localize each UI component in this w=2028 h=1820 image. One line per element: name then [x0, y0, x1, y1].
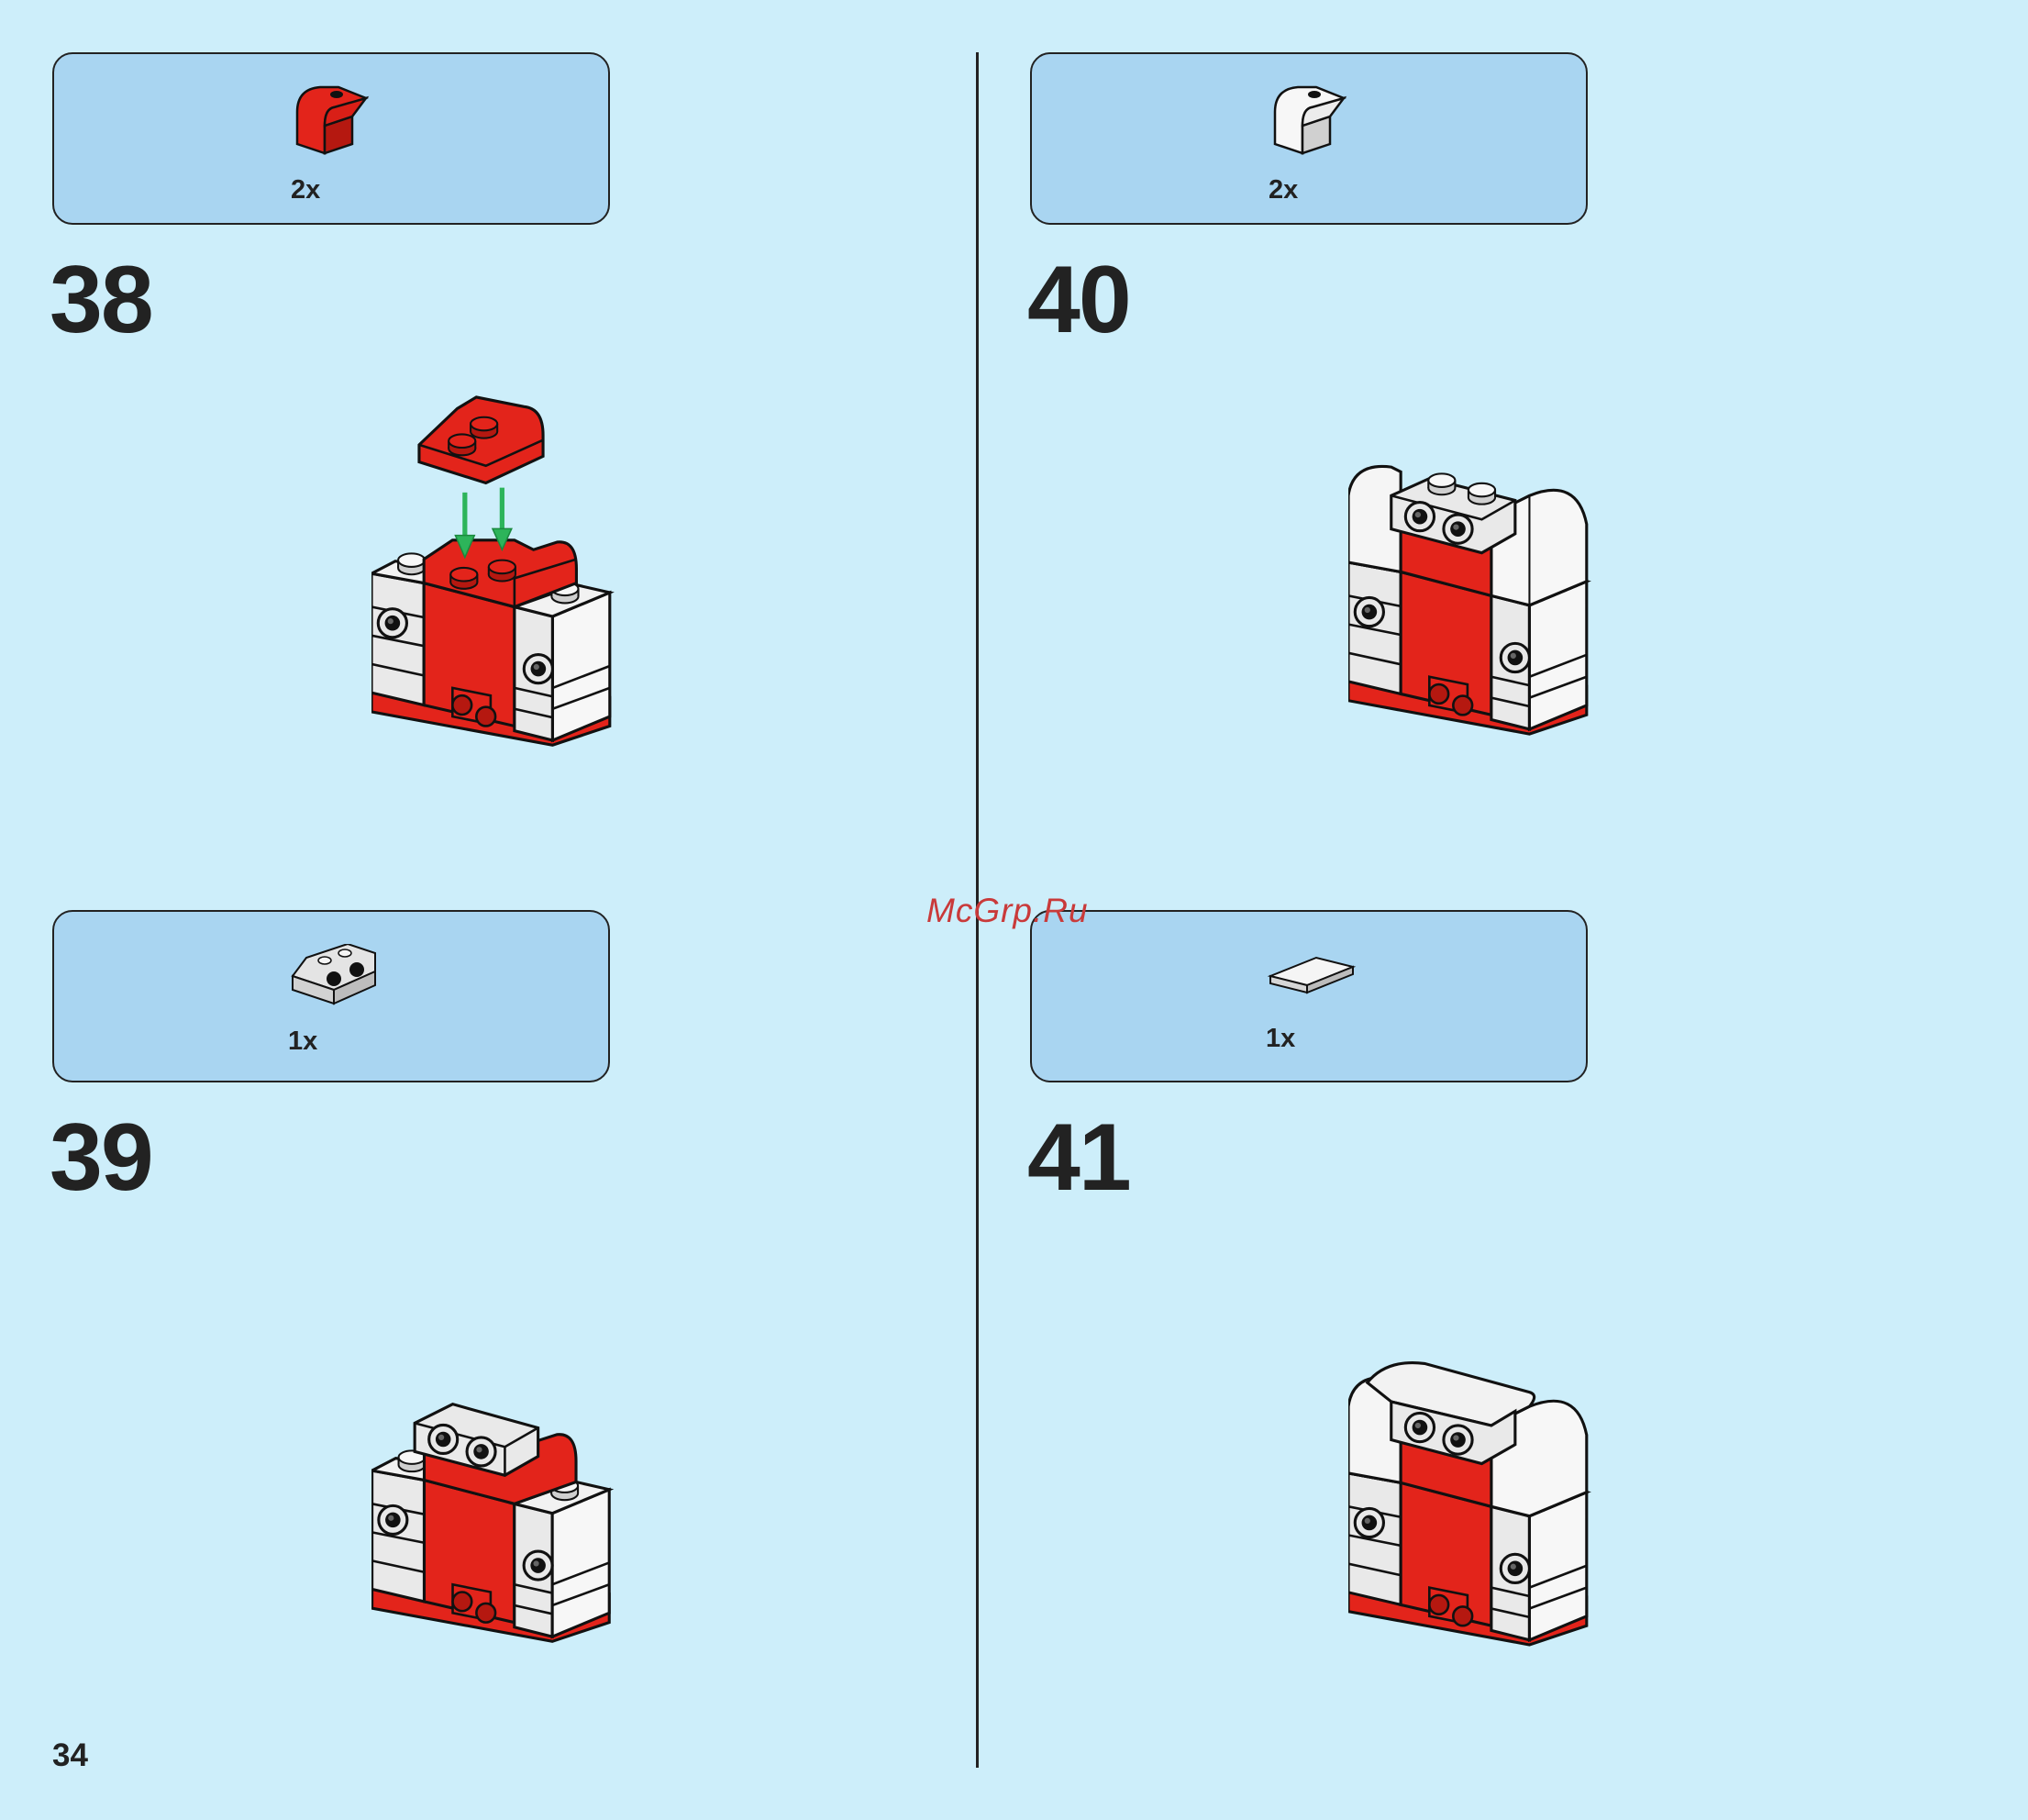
red-curved-slope-icon	[283, 80, 403, 162]
model-assembly-step-38	[371, 385, 615, 752]
step-number: 41	[1027, 1110, 1130, 1205]
step-number: 38	[50, 252, 152, 348]
white-tile-icon	[1266, 953, 1367, 1008]
part-quantity: 2x	[1269, 175, 1298, 205]
part-quantity: 1x	[288, 1027, 317, 1057]
parts-callout-step-39: 1x	[52, 910, 610, 1082]
gray-bracket-icon	[288, 944, 393, 1008]
model-assembly-step-41	[1348, 1358, 1591, 1665]
watermark: McGrp.Ru	[926, 892, 1089, 930]
part-quantity: 2x	[291, 175, 320, 205]
part-quantity: 1x	[1266, 1024, 1295, 1054]
parts-callout-step-41: 1x	[1030, 910, 1588, 1082]
model-assembly-step-40	[1348, 463, 1591, 757]
white-curved-slope-icon	[1261, 80, 1380, 162]
model-assembly-step-39	[371, 1385, 615, 1660]
parts-callout-step-40: 2x	[1030, 52, 1588, 225]
page-number: 34	[52, 1737, 88, 1774]
step-number: 39	[50, 1110, 152, 1205]
parts-callout-step-38: 2x	[52, 52, 610, 225]
step-number: 40	[1027, 252, 1130, 348]
